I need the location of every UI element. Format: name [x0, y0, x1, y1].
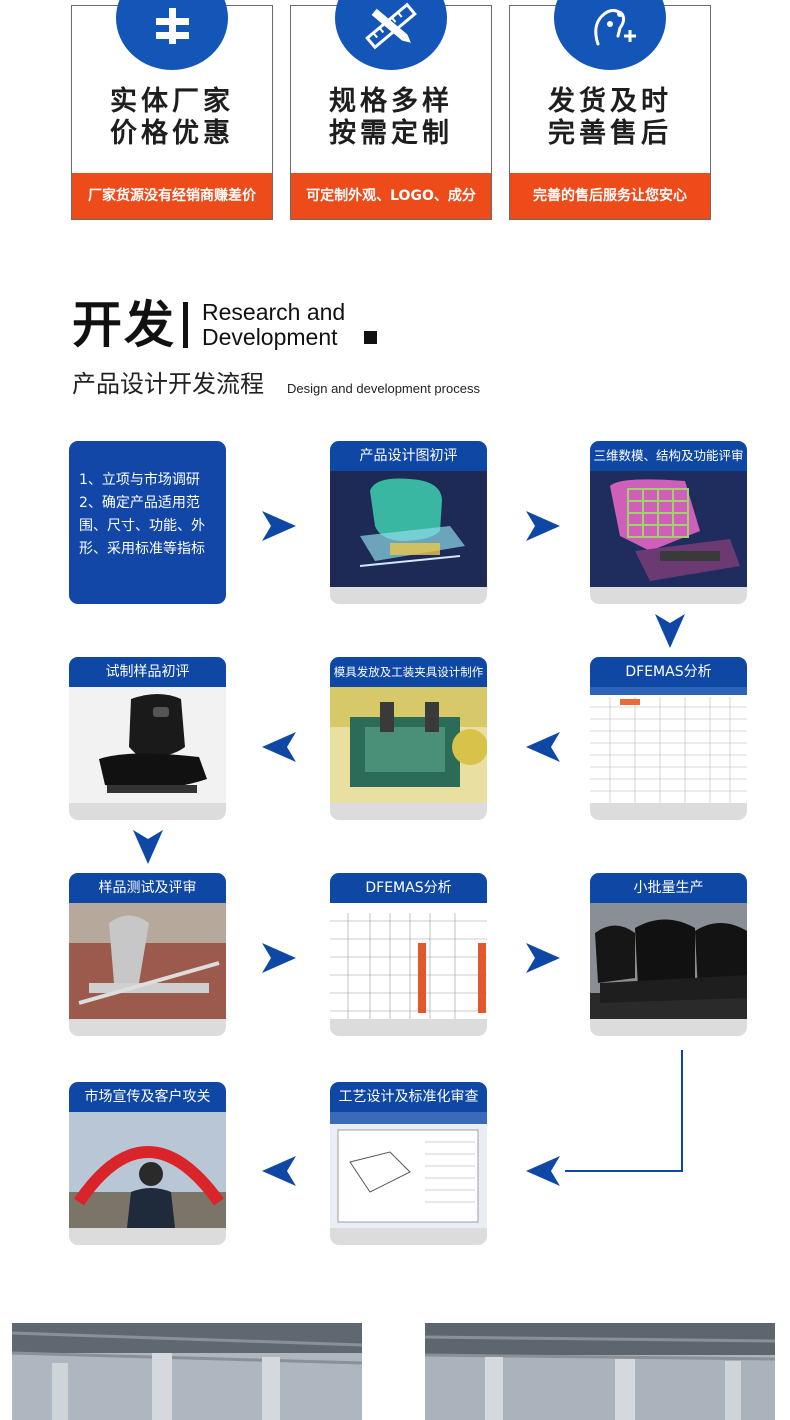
feature-band: 厂家货源没有经销商赚差价: [72, 173, 272, 219]
intro-line: 围、尺寸、功能、外: [79, 518, 205, 534]
mold-fixture-image: [330, 687, 487, 803]
step-dfemas-1: DFEMAS分析: [590, 657, 747, 820]
step-mold-tooling: 模具发放及工装夹具设计制作: [330, 657, 487, 820]
arrow-left-icon: [526, 1156, 560, 1186]
feature-title-line2: 按需定制: [329, 118, 453, 149]
cad-document-image: [330, 1112, 487, 1228]
intro-line: 形、采用标准等指标: [79, 541, 205, 557]
spreadsheet-image: [590, 687, 747, 803]
step-label: 三维数模、结构及功能评审: [590, 441, 747, 471]
connector-line: [565, 1050, 683, 1172]
feature-title-line2: 价格优惠: [110, 118, 234, 149]
seat-test-rig-image: [69, 903, 226, 1019]
arrow-right-icon: [262, 511, 296, 541]
seat-3d-image: [590, 471, 747, 587]
arrow-right-icon: [526, 511, 560, 541]
feature-band: 可定制外观、LOGO、成分: [291, 173, 491, 219]
section-title-en: Research and Development: [202, 300, 345, 350]
feature-title-line1: 实体厂家: [110, 86, 234, 117]
black-seat-image: [69, 687, 226, 803]
section-subtitle-en: Design and development process: [287, 381, 480, 396]
feature-title-line1: 规格多样: [329, 86, 453, 117]
section-title-en-line2: Development: [202, 324, 338, 350]
step-label: DFEMAS分析: [330, 873, 487, 903]
spreadsheet-image: [330, 903, 487, 1019]
arrow-left-icon: [262, 1156, 296, 1186]
factory-icon: [116, 0, 228, 70]
step-sample-test: 样品测试及评审: [69, 873, 226, 1036]
step-process-design: 工艺设计及标准化审查: [330, 1082, 487, 1245]
step-label: 市场宣传及客户攻关: [69, 1082, 226, 1112]
step-label: 工艺设计及标准化审查: [330, 1082, 487, 1112]
arrow-left-icon: [526, 732, 560, 762]
feature-card-factory: 实体厂家 价格优惠 厂家货源没有经销商赚差价: [71, 0, 273, 220]
section-title-cn: 开发: [72, 296, 176, 354]
feature-title-line1: 发货及时: [548, 86, 672, 117]
factory-photo-left: [12, 1323, 362, 1420]
arrow-down-icon: [133, 830, 163, 864]
section-subtitle-cn: 产品设计开发流程: [72, 370, 264, 398]
step-label: 小批量生产: [590, 873, 747, 903]
trade-show-image: [69, 1112, 226, 1228]
arrow-right-icon: [526, 943, 560, 973]
intro-line: 1、立项与市场调研: [79, 472, 200, 488]
factory-photo-right: [425, 1323, 775, 1420]
seat-design-image: [330, 471, 487, 587]
intro-line: 2、确定产品适用范: [79, 495, 200, 511]
step-small-batch: 小批量生产: [590, 873, 747, 1036]
step-prototype-review: 试制样品初评: [69, 657, 226, 820]
intro-box: 1、立项与市场调研 2、确定产品适用范 围、尺寸、功能、外 形、采用标准等指标: [69, 441, 226, 604]
service-person-icon: [554, 0, 666, 70]
step-dfemas-2: DFEMAS分析: [330, 873, 487, 1036]
step-3d-review: 三维数模、结构及功能评审: [590, 441, 747, 604]
title-divider: [183, 302, 188, 348]
feature-card-service: 发货及时 完善售后 完善的售后服务让您安心: [509, 0, 711, 220]
step-label: 样品测试及评审: [69, 873, 226, 903]
section-title-en-line1: Research and: [202, 299, 346, 325]
step-label: 试制样品初评: [69, 657, 226, 687]
square-bullet-icon: [364, 331, 377, 344]
feature-title-line2: 完善售后: [548, 118, 672, 149]
step-label: 产品设计图初评: [330, 441, 487, 471]
ruler-pencil-icon: [335, 0, 447, 70]
step-label: 模具发放及工装夹具设计制作: [330, 657, 487, 687]
seat-production-image: [590, 903, 747, 1019]
step-label: DFEMAS分析: [590, 657, 747, 687]
arrow-down-icon: [655, 614, 685, 648]
feature-card-custom: 规格多样 按需定制 可定制外观、LOGO、成分: [290, 0, 492, 220]
arrow-left-icon: [262, 732, 296, 762]
arrow-right-icon: [262, 943, 296, 973]
step-design-review: 产品设计图初评: [330, 441, 487, 604]
step-marketing: 市场宣传及客户攻关: [69, 1082, 226, 1245]
feature-band: 完善的售后服务让您安心: [510, 173, 710, 219]
